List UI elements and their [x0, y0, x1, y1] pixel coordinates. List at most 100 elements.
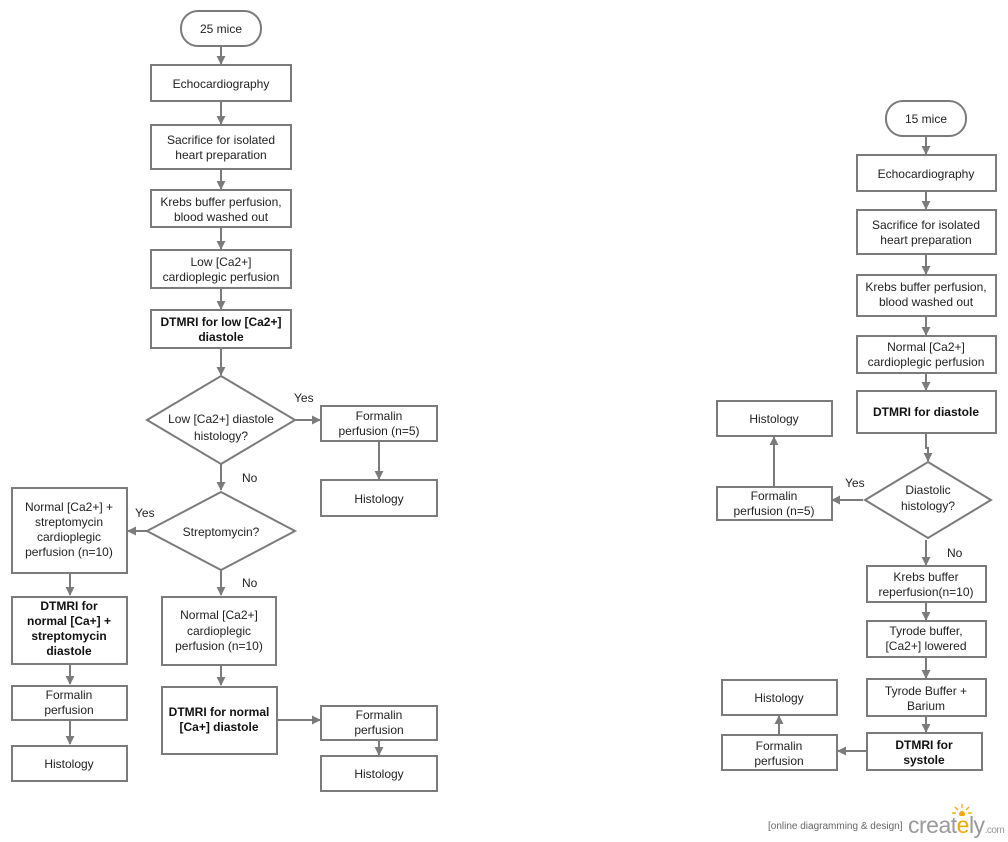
node-label: perfusion (n=10): [25, 545, 113, 559]
dtmri-box[interactable]: DTMRI for low [Ca2+] diastole: [150, 309, 292, 349]
process-box[interactable]: Echocardiography: [856, 154, 997, 192]
node-label: cardioplegic: [37, 530, 101, 544]
process-box[interactable]: Formalin perfusion: [11, 685, 128, 721]
node-label: Streptomycin?: [183, 525, 260, 539]
node-label: Histology: [354, 767, 403, 781]
creately-branding: [online diagramming & design] creately.c…: [768, 804, 1005, 840]
process-box[interactable]: Krebs buffer perfusion, blood washed out: [856, 274, 997, 317]
node-label: Sacrifice for isolated: [872, 218, 980, 232]
node-label: Barium: [907, 699, 945, 713]
node-label: cardioplegic perfusion: [868, 355, 985, 369]
histology-box[interactable]: Histology: [320, 755, 438, 792]
node-label: heart preparation: [175, 148, 266, 162]
node-label: DTMRI for diastole: [873, 405, 979, 419]
logo-domain: .com: [984, 825, 1005, 836]
histology-box[interactable]: Histology: [721, 679, 838, 716]
decision-diamond[interactable]: Low [Ca2+] diastole histology?: [145, 374, 297, 466]
logo-text: creat: [908, 812, 957, 838]
node-label: 15 mice: [905, 112, 947, 126]
node-label: cardioplegic: [187, 624, 251, 638]
process-box[interactable]: Sacrifice for isolated heart preparation: [150, 124, 292, 170]
node-label: DTMRI for: [895, 738, 953, 752]
node-label: histology?: [901, 499, 955, 513]
process-box[interactable]: Krebs buffer reperfusion(n=10): [866, 565, 987, 603]
process-box[interactable]: Echocardiography: [150, 64, 292, 102]
node-label: reperfusion(n=10): [878, 585, 973, 599]
process-box[interactable]: Normal [Ca2+] cardioplegic perfusion (n=…: [161, 596, 277, 666]
node-label: Histology: [354, 492, 403, 506]
process-box[interactable]: Formalin perfusion (n=5): [716, 486, 833, 521]
start-node[interactable]: 15 mice: [885, 100, 967, 137]
node-label: Sacrifice for isolated: [167, 133, 275, 147]
node-label: Formalin: [751, 489, 798, 503]
node-label: Tyrode buffer,: [889, 624, 962, 638]
node-label: diastole: [46, 644, 92, 658]
node-label: perfusion (n=5): [733, 504, 814, 518]
branding-tagline: [online diagramming & design]: [768, 821, 903, 832]
decision-diamond[interactable]: Diastolic histology?: [863, 460, 993, 540]
dtmri-box[interactable]: DTMRI for systole: [866, 732, 983, 771]
node-label: Krebs buffer perfusion,: [160, 195, 281, 209]
node-label: perfusion: [754, 754, 803, 768]
histology-box[interactable]: Histology: [320, 479, 438, 517]
edge-label-yes: Yes: [294, 391, 314, 405]
process-box[interactable]: Krebs buffer perfusion, blood washed out: [150, 189, 292, 228]
dtmri-box[interactable]: DTMRI for normal [Ca+] diastole: [161, 686, 278, 755]
connectors: [65, 46, 933, 756]
node-label: DTMRI for: [40, 599, 98, 613]
edge-label-no: No: [242, 576, 258, 590]
process-box[interactable]: Tyrode Buffer + Barium: [866, 678, 987, 717]
node-label: Normal [Ca2+] +: [25, 500, 113, 514]
process-box[interactable]: Low [Ca2+] cardioplegic perfusion: [150, 249, 292, 289]
connector: [923, 433, 933, 462]
node-label: Normal [Ca2+]: [887, 340, 965, 354]
node-label: Echocardiography: [173, 77, 270, 91]
node-label: DTMRI for low [Ca2+]: [160, 315, 281, 329]
node-label: Low [Ca2+] diastole: [168, 412, 274, 426]
histology-box[interactable]: Histology: [11, 745, 128, 782]
decision-diamond[interactable]: Streptomycin?: [144, 490, 298, 572]
dtmri-box[interactable]: DTMRI for normal [Ca+] + streptomycin di…: [11, 596, 128, 665]
node-label: blood washed out: [174, 210, 269, 224]
node-label: perfusion: [44, 703, 93, 717]
node-label: perfusion: [354, 723, 403, 737]
histology-box[interactable]: Histology: [716, 400, 833, 437]
node-label: Histology: [749, 412, 798, 426]
edge-label-yes: Yes: [845, 476, 865, 490]
process-box[interactable]: Tyrode buffer, [Ca2+] lowered: [866, 620, 987, 658]
logo-text-end: ly: [968, 812, 985, 838]
node-label: blood washed out: [879, 295, 974, 309]
process-box[interactable]: Formalin perfusion: [721, 734, 838, 771]
node-label: [Ca2+] lowered: [885, 639, 966, 653]
node-label: cardioplegic perfusion: [163, 270, 280, 284]
node-label: Histology: [754, 691, 803, 705]
node-label: [Ca+] diastole: [179, 720, 258, 734]
node-label: perfusion (n=5): [338, 424, 419, 438]
edge-label-yes: Yes: [135, 506, 155, 520]
node-label: Histology: [44, 757, 93, 771]
node-label: Tyrode Buffer +: [885, 684, 967, 698]
node-label: streptomycin: [35, 515, 103, 529]
node-label: perfusion (n=10): [175, 639, 263, 653]
node-label: Low [Ca2+]: [190, 255, 251, 269]
dtmri-box[interactable]: DTMRI for diastole: [856, 390, 997, 434]
node-label: Formalin: [756, 739, 803, 753]
node-label: Diastolic: [905, 483, 950, 497]
creately-logo[interactable]: creately.com: [908, 812, 1005, 839]
node-label: Krebs buffer perfusion,: [865, 280, 986, 294]
node-label: Formalin: [356, 409, 403, 423]
start-node[interactable]: 25 mice: [180, 10, 262, 47]
node-label: Formalin: [46, 688, 93, 702]
process-box[interactable]: Formalin perfusion (n=5): [320, 405, 438, 442]
sun-icon: [952, 804, 972, 816]
process-box[interactable]: Sacrifice for isolated heart preparation: [856, 209, 997, 255]
node-label: normal [Ca+] +: [27, 614, 111, 628]
process-box[interactable]: Formalin perfusion: [320, 705, 438, 741]
process-box[interactable]: Normal [Ca2+] + streptomycin cardioplegi…: [11, 487, 128, 574]
node-label: Echocardiography: [878, 167, 975, 181]
process-box[interactable]: Normal [Ca2+] cardioplegic perfusion: [856, 335, 997, 374]
node-label: Krebs buffer: [893, 570, 958, 584]
logo-text-accent: e: [956, 812, 970, 838]
node-label: Normal [Ca2+]: [180, 608, 258, 622]
